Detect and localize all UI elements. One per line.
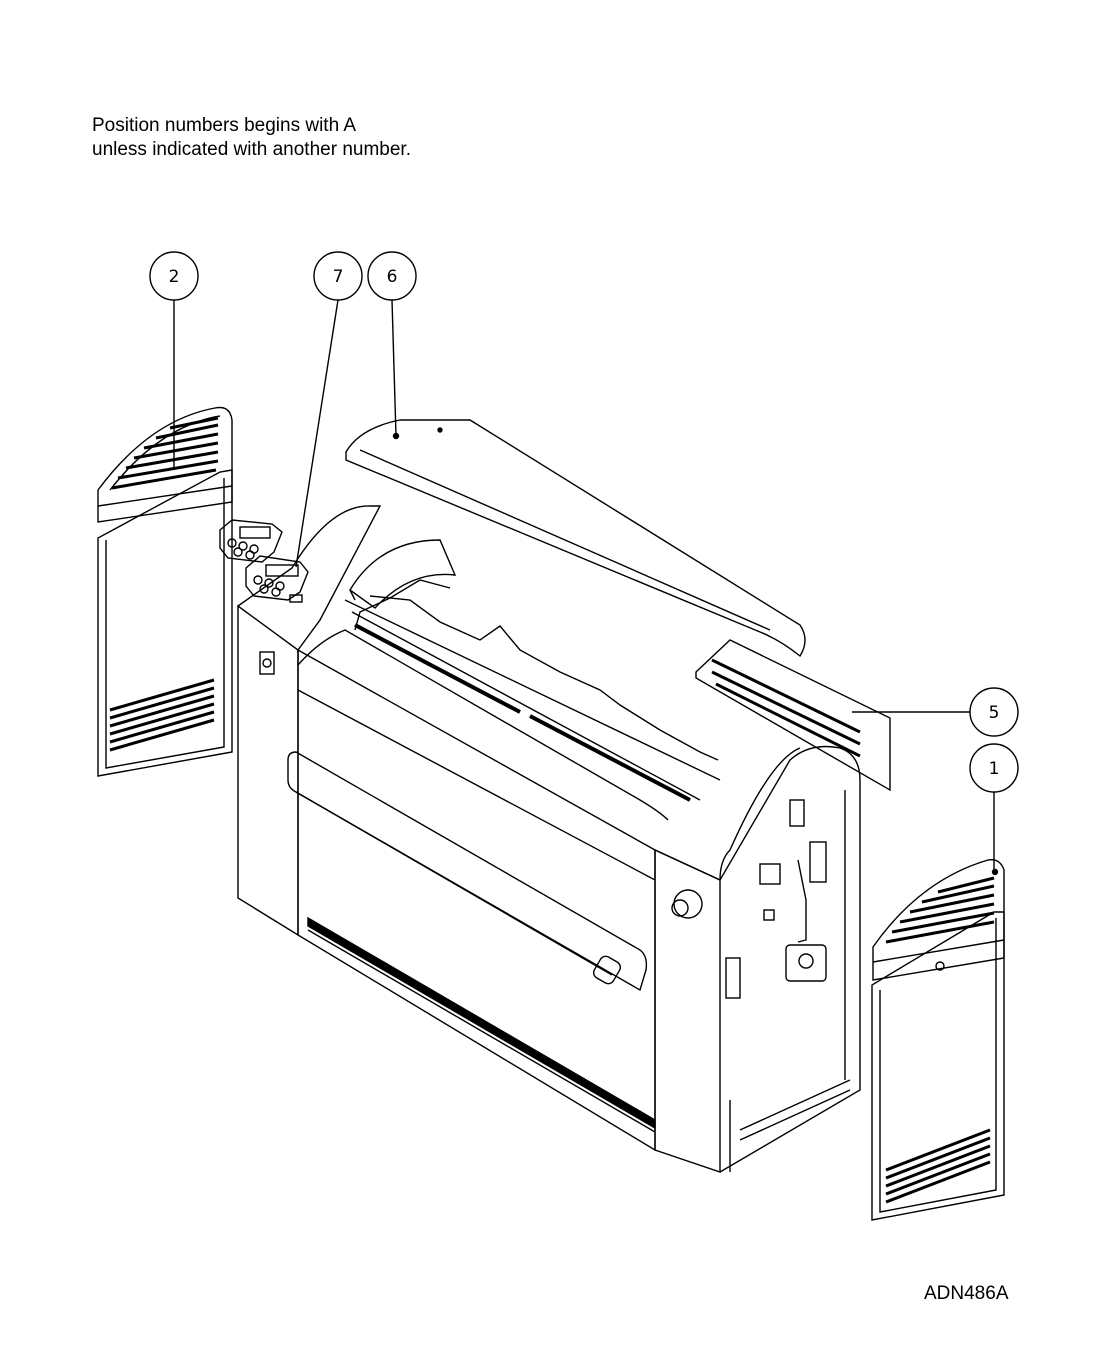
- right-internal-components: [725, 799, 827, 999]
- right-upper-grille-panel: [872, 859, 1005, 981]
- top-cover: [345, 419, 806, 658]
- left-arch-guard: [349, 539, 457, 609]
- callout-2-label: 2: [169, 267, 180, 287]
- control-panel-lower: [245, 555, 309, 601]
- feed-roller: [287, 751, 648, 992]
- note-line-1: Position numbers begins with A: [92, 115, 357, 136]
- callout-1-label: 1: [989, 759, 1000, 779]
- control-panel-upper: [219, 519, 283, 563]
- drawing-code: ADN486A: [924, 1283, 1009, 1304]
- callout-5-label: 5: [989, 703, 1000, 723]
- rear-vent-panel: [695, 639, 891, 792]
- left-side-door-panel: [97, 469, 233, 777]
- callout-5: 5: [852, 687, 1019, 737]
- right-end-cabinet: [654, 745, 861, 1173]
- position-note: Position numbers begins with A unless in…: [92, 114, 411, 162]
- callout-6-label: 6: [387, 267, 398, 287]
- callout-7: 7: [295, 251, 363, 568]
- callout-6: 6: [367, 251, 417, 437]
- callout-1: 1: [969, 743, 1019, 872]
- note-line-2: unless indicated with another number.: [92, 139, 411, 160]
- left-upper-grille-panel: [97, 406, 233, 523]
- main-frame: [297, 629, 669, 1152]
- callout-2: 2: [149, 251, 199, 470]
- bottom-belt: [307, 916, 656, 1133]
- left-end-cabinet: [237, 505, 382, 937]
- callout-7-label: 7: [333, 267, 344, 287]
- ironing-roll-area: [344, 579, 721, 802]
- right-side-door-panel: [871, 911, 1005, 1221]
